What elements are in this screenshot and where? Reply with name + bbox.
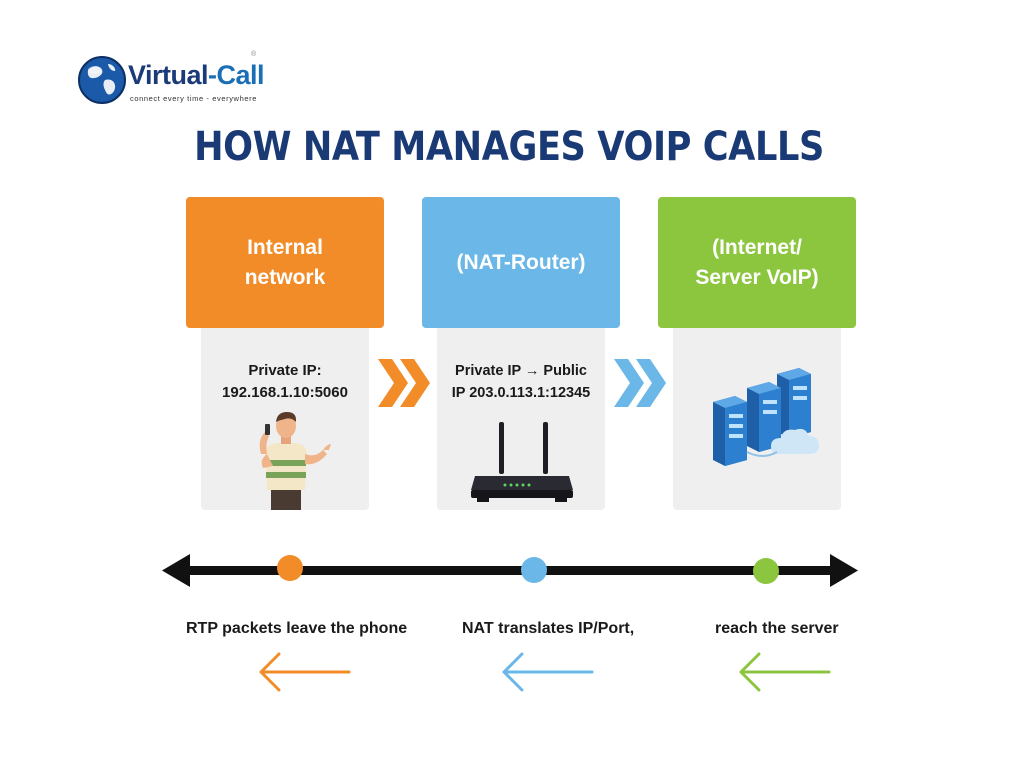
detail-line: Private IP → Public [455, 363, 587, 379]
server-cloud-icon [713, 368, 819, 466]
caption-rtp-packets: RTP packets leave the phone [186, 620, 408, 637]
logo-tagline: connect every time - everywhere [130, 94, 257, 103]
router-icon [471, 422, 573, 502]
detail-line: IP 203.0.113.1:12345 [451, 385, 591, 401]
arrow-left-icon [739, 652, 831, 692]
panel-internal-network: Private IP: 192.168.1.10:5060 [201, 328, 369, 510]
person-on-phone-icon [259, 412, 331, 510]
panel-detail: Private IP: 192.168.1.10:5060 [201, 360, 369, 404]
arrowhead-left-icon [162, 554, 190, 587]
header-line: Internal [247, 235, 323, 259]
header-line: (Internet/ [712, 235, 802, 259]
timeline-dot-orange [277, 555, 303, 581]
header-line: Server VoIP) [695, 265, 819, 289]
timeline [162, 554, 858, 587]
header-nat-router: (NAT-Router) [422, 197, 620, 328]
arrowhead-right-icon [830, 554, 858, 587]
chevron-right-icon [614, 359, 666, 407]
header-internet-server: (Internet/Server VoIP) [658, 197, 856, 328]
panel-nat-router: Private IP → Public IP 203.0.113.1:12345 [437, 328, 605, 510]
arrow-left-icon [502, 652, 594, 692]
timeline-dot-green [753, 558, 779, 584]
chevron-right-icon [378, 359, 430, 407]
caption-reach-server: reach the server [715, 620, 839, 637]
logo [78, 56, 126, 104]
logo-brand-part2: -Call [208, 60, 265, 90]
logo-brand-part1: Virtual [128, 60, 209, 90]
detail-line: 192.168.1.10:5060 [222, 384, 348, 401]
panel-detail: Private IP → Public IP 203.0.113.1:12345 [437, 360, 605, 404]
caption-nat-translates: NAT translates IP/Port, [462, 620, 635, 637]
panel-internet-server [673, 328, 841, 510]
globe-icon [78, 56, 126, 104]
logo-wordmark: Virtual-Call [128, 60, 265, 91]
header-line: network [244, 265, 326, 289]
header-line: (NAT-Router) [456, 250, 586, 274]
page-title: HOW NAT MANAGES VOIP CALLS [194, 124, 824, 170]
detail-line: Private IP: [248, 362, 322, 379]
arrow-left-icon [259, 652, 351, 692]
registered-mark: ® [251, 51, 257, 58]
timeline-dot-blue [521, 557, 547, 583]
header-internal-network: Internal network [186, 197, 384, 328]
